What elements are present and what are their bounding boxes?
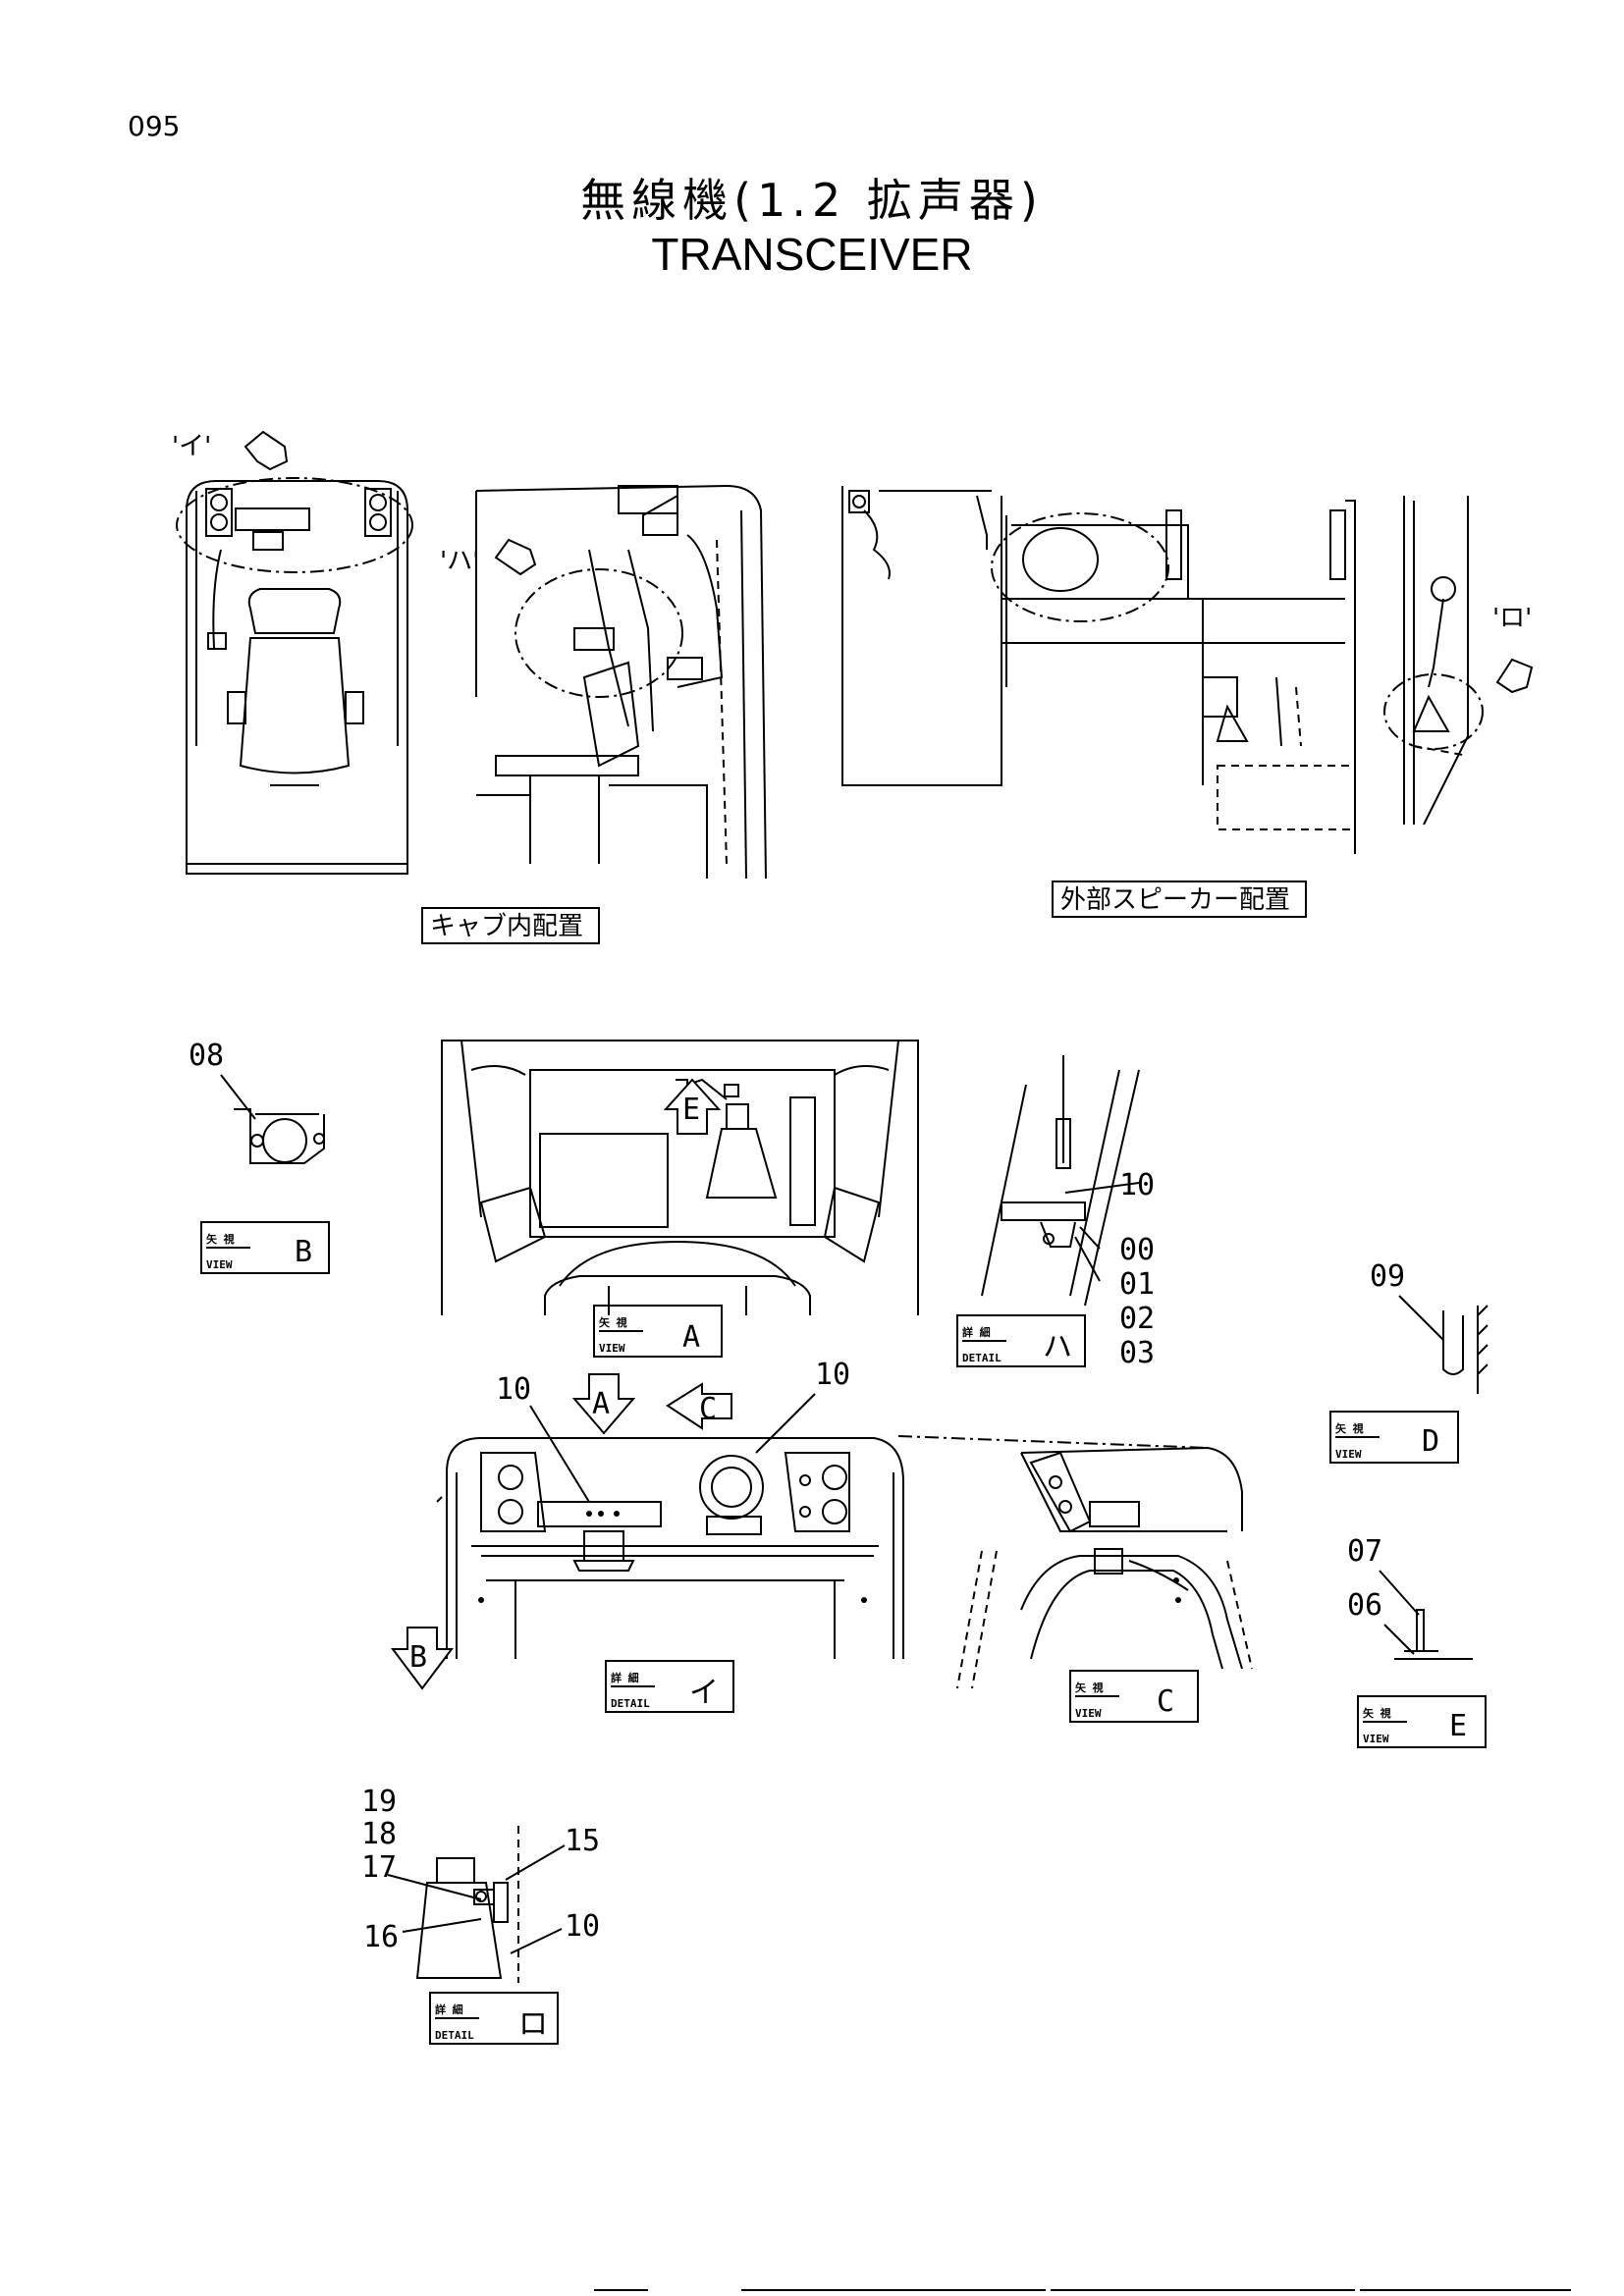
svg-text:詳 細: 詳 細 [611, 1671, 639, 1684]
svg-text:矢 視: 矢 視 [599, 1315, 627, 1329]
part-number-07: 07 [1347, 1534, 1382, 1569]
view-b-detail: 08 [189, 1039, 325, 1164]
detail-i-label: 'イ' [172, 432, 211, 461]
title-japanese: 無線機(1.2 拡声器) [580, 174, 1044, 227]
view-e-tag: 矢 視 VIEW E [1357, 1695, 1487, 1748]
svg-text:DETAIL: DETAIL [962, 1352, 1001, 1364]
svg-text:ロ: ロ [518, 2007, 548, 2042]
view-d-tag: 矢 視 VIEW D [1329, 1411, 1459, 1464]
svg-text:詳 細: 詳 細 [435, 2002, 463, 2016]
detail-ro-tag: 詳 細 DETAIL ロ [429, 1992, 559, 2045]
pointing-hand-icon [494, 538, 537, 576]
part-number-00: 00 [1119, 1233, 1155, 1267]
part-number-02: 02 [1119, 1302, 1155, 1336]
direction-arrow-icon [571, 1373, 636, 1435]
cab-layout-label: キャブ内配置 [430, 912, 583, 941]
arrow-label-a: A [592, 1387, 610, 1421]
part-number-03: 03 [1119, 1336, 1155, 1370]
external-speaker-far-side-view [1383, 496, 1484, 826]
svg-text:イ: イ [689, 1676, 719, 1710]
detail-ha-antenna: 10 00 01 02 03 [981, 1055, 1155, 1370]
view-e-arrow: E [663, 1078, 739, 1135]
view-e-detail: 07 06 [1347, 1534, 1473, 1660]
svg-text:VIEW: VIEW [1363, 1733, 1389, 1745]
title-english: TRANSCEIVER [651, 229, 973, 280]
cab-top-view [176, 477, 413, 875]
part-number-09: 09 [1370, 1259, 1405, 1294]
arrow-label-e: E [682, 1093, 700, 1127]
part-number-19: 19 [361, 1785, 397, 1819]
svg-text:矢 視: 矢 視 [1335, 1421, 1364, 1435]
detail-i-marker: 'イ' [172, 430, 289, 471]
view-a-tag: 矢 視 VIEW A [593, 1305, 723, 1358]
direction-arrow-icon [391, 1627, 454, 1690]
svg-text:C: C [1157, 1684, 1174, 1719]
svg-text:矢 視: 矢 視 [206, 1232, 235, 1246]
arrow-label-b: B [409, 1640, 427, 1675]
arrow-label-c: C [699, 1392, 717, 1426]
svg-text:E: E [1449, 1709, 1467, 1743]
part-number-01: 01 [1119, 1267, 1155, 1302]
part-number-18: 18 [361, 1817, 397, 1851]
external-speaker-front-view [841, 486, 1002, 786]
part-number-10-left: 10 [496, 1372, 531, 1407]
cab-side-view [475, 484, 767, 880]
view-c-tag: 矢 視 VIEW C [1069, 1670, 1199, 1723]
external-speaker-side-view [991, 500, 1356, 854]
svg-text:DETAIL: DETAIL [611, 1697, 650, 1710]
detail-ha-tag: 詳 細 DETAIL ハ [956, 1314, 1086, 1367]
view-b-tag: 矢 視 VIEW B [200, 1221, 330, 1274]
part-number-17: 17 [361, 1850, 397, 1885]
part-number-16: 16 [363, 1920, 399, 1954]
view-a-detail [441, 1040, 919, 1315]
view-d-detail: 09 [1370, 1259, 1489, 1394]
external-speaker-label: 外部スピーカー配置 [1060, 885, 1290, 915]
svg-text:B: B [295, 1235, 312, 1269]
svg-text:A: A [682, 1320, 700, 1355]
pointing-hand-icon [244, 430, 289, 471]
svg-text:VIEW: VIEW [206, 1258, 233, 1271]
detail-ha-marker: 'ハ' [440, 538, 537, 576]
svg-text:詳 細: 詳 細 [962, 1325, 991, 1339]
detail-ro-speaker: 19 18 17 15 16 10 [361, 1785, 600, 1983]
detail-i-view: 10 10 [436, 1358, 904, 1659]
detail-ha-label: 'ハ' [440, 547, 479, 576]
svg-text:矢 視: 矢 視 [1363, 1706, 1391, 1720]
detail-i-tag: 詳 細 DETAIL イ [605, 1660, 734, 1713]
svg-text:VIEW: VIEW [599, 1342, 625, 1355]
detail-ro-marker: 'ロ' [1492, 604, 1534, 694]
svg-text:ハ: ハ [1043, 1330, 1072, 1364]
part-number-08: 08 [189, 1039, 224, 1073]
svg-text:VIEW: VIEW [1075, 1707, 1102, 1720]
pointing-hand-icon [1495, 658, 1534, 694]
view-arrows-a-c: A C [571, 1373, 732, 1435]
svg-text:矢 視: 矢 視 [1075, 1681, 1104, 1694]
part-number-15: 15 [565, 1824, 600, 1858]
page-number: 095 [128, 110, 181, 142]
external-speaker-label-box [1052, 881, 1307, 918]
svg-text:D: D [1422, 1424, 1439, 1459]
part-number-10-speaker: 10 [565, 1909, 600, 1944]
part-number-10-antenna: 10 [1119, 1168, 1155, 1202]
view-b-arrow: B [391, 1600, 454, 1690]
view-c-detail [897, 1435, 1253, 1689]
cab-layout-label-box [421, 907, 600, 944]
direction-arrow-icon [666, 1382, 732, 1430]
part-number-10-right: 10 [815, 1358, 850, 1392]
svg-text:VIEW: VIEW [1335, 1448, 1362, 1461]
svg-text:DETAIL: DETAIL [435, 2029, 474, 2042]
part-number-06: 06 [1347, 1588, 1382, 1623]
detail-ro-label: 'ロ' [1492, 604, 1532, 633]
